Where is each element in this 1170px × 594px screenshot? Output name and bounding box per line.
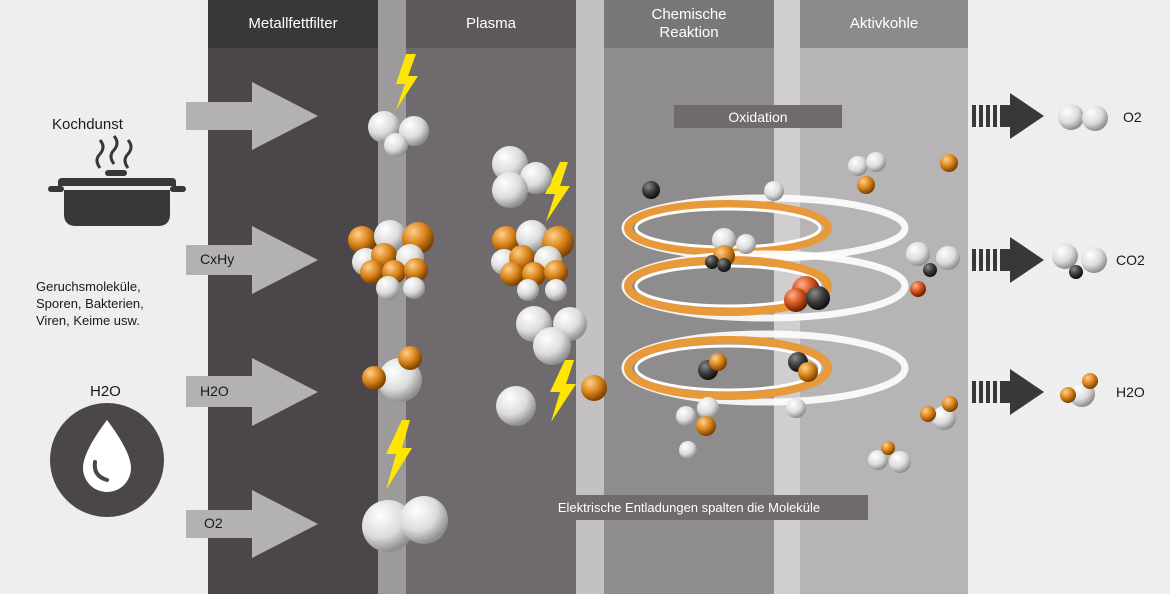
molecule-cluster	[362, 346, 422, 402]
reaction-swirl	[621, 194, 909, 262]
molecule-cluster	[491, 220, 574, 301]
molecule-cluster	[868, 396, 958, 473]
stage-header-carbon: Aktivkohle	[800, 0, 968, 48]
output-arrow-h2o	[972, 369, 1044, 415]
input-arrow-o2	[186, 490, 318, 558]
molecule-cluster	[348, 220, 434, 300]
stage-header-plasma: Plasma	[406, 0, 576, 48]
molecule-cluster	[642, 181, 784, 201]
oxidation-label: Oxidation	[674, 105, 842, 128]
output-molecule-o2	[1058, 104, 1108, 131]
molecule-cluster	[698, 352, 818, 382]
lightning-bolt-icon	[386, 420, 412, 490]
molecule-cluster	[368, 111, 429, 157]
molecule-cluster	[676, 397, 806, 459]
kochdunst-label: Kochdunst	[52, 116, 123, 133]
molecule-cluster	[492, 146, 552, 208]
output-label-o2: O2	[1123, 109, 1142, 125]
molecule-cluster	[906, 242, 960, 297]
output-label-h2o: H2O	[1116, 384, 1145, 400]
reaction-swirl	[621, 250, 909, 322]
cooking-pot-icon	[48, 135, 186, 226]
molecule-cluster	[848, 152, 958, 194]
water-drop-icon	[50, 403, 164, 517]
output-molecule-h2o	[1060, 373, 1098, 407]
input-arrow-h2o	[186, 358, 318, 426]
discharge-caption: Elektrische Entladungen spalten die Mole…	[510, 495, 868, 520]
stage-header-reaction: Chemische Reaktion	[604, 0, 774, 48]
molecules-description: Geruchsmoleküle, Sporen, Bakterien, Vire…	[36, 279, 144, 328]
output-arrow-o2	[972, 93, 1044, 139]
water-label: H2O	[90, 383, 121, 400]
input-arrow-kochdunst	[186, 82, 318, 150]
stage-band-filter	[208, 0, 378, 594]
molecule-cluster	[784, 276, 830, 312]
output-arrow-co2	[972, 237, 1044, 283]
output-label-co2: CO2	[1116, 252, 1145, 268]
lightning-bolt-icon	[396, 54, 418, 110]
input-arrow-cxhy	[186, 226, 318, 294]
output-molecule-co2	[1052, 243, 1107, 279]
lightning-bolt-icon	[550, 360, 576, 422]
stage-header-filter: Metallfettfilter	[208, 0, 378, 48]
molecule-cluster	[705, 228, 756, 272]
reaction-swirl	[621, 330, 909, 406]
input-label-o2: O2	[204, 515, 223, 531]
lightning-bolt-icon	[545, 162, 570, 222]
input-label-cxhy: CxHy	[200, 251, 235, 267]
input-label-h2o: H2O	[200, 383, 229, 399]
molecule-cluster	[496, 375, 607, 426]
molecule-cluster	[362, 496, 448, 552]
molecule-cluster	[516, 306, 587, 365]
